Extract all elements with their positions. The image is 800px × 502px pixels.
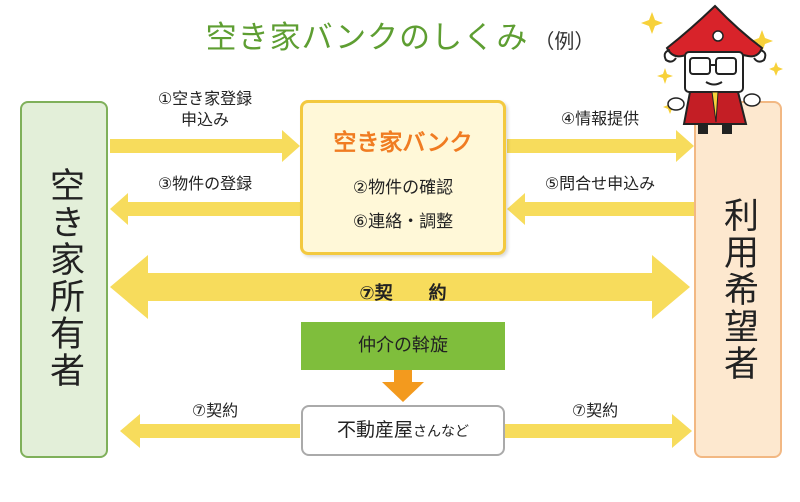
arrow-contract-left <box>120 414 300 448</box>
label-contract-right: ⑦契約 <box>571 401 619 420</box>
title-main: 空き家バンクのしくみ <box>205 20 529 56</box>
down-arrow <box>382 370 424 402</box>
label-contract: ⑦契 約 <box>359 283 447 304</box>
user-label: 利用希望者 <box>718 197 758 382</box>
label-apply-line2: 申込み <box>180 110 229 129</box>
arrow-contract <box>110 255 690 319</box>
user-box: 利用希望者 <box>694 101 782 458</box>
arrow-register <box>110 193 300 225</box>
label-apply: ①空き家登録 申込み <box>120 88 290 130</box>
label-info: ④情報提供 <box>560 109 640 128</box>
akiya-bank-box: 空き家バンク ②物件の確認 ⑥連絡・調整 <box>300 100 506 255</box>
diagram-title: 空き家バンクのしくみ（例） <box>0 12 800 57</box>
arrow-inquiry <box>507 193 694 225</box>
owner-label: 空き家所有者 <box>44 167 84 389</box>
agent-suffix: さんなど <box>413 424 469 440</box>
bank-item-coordinate: ⑥連絡・調整 <box>352 212 454 232</box>
arrow-apply <box>110 130 300 162</box>
arrow-info <box>507 130 694 162</box>
owner-box: 空き家所有者 <box>20 101 108 458</box>
label-register: ③物件の登録 <box>157 174 253 193</box>
real-estate-agent-box: 不動産屋さんなど <box>301 405 505 456</box>
agent-main: 不動産屋 <box>336 419 413 441</box>
label-inquiry: ⑤問合せ申込み <box>544 174 656 193</box>
bank-item-confirm: ②物件の確認 <box>352 178 454 198</box>
bank-title: 空き家バンク <box>333 130 473 156</box>
title-sub: （例） <box>534 29 595 53</box>
arrow-contract-right <box>505 414 692 448</box>
mediation-box: 仲介の斡旋 <box>301 322 505 370</box>
label-apply-line1: ①空き家登録 <box>157 89 253 108</box>
label-contract-left: ⑦契約 <box>191 401 239 420</box>
